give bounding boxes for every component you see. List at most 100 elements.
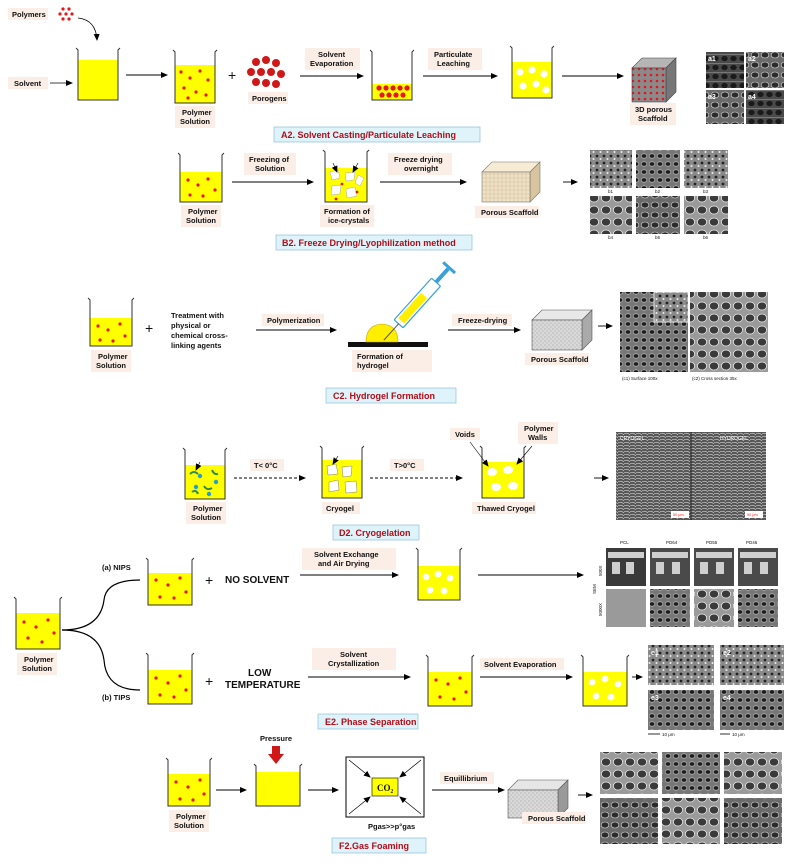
beaker-tips-result xyxy=(580,654,630,707)
beaker-polymer-solution-main xyxy=(13,596,63,650)
step-d1: T< 0°C xyxy=(254,461,278,470)
polymer-solution-label-2: Solution xyxy=(186,216,216,225)
section-title-box xyxy=(317,713,419,730)
sem-col: PD55 xyxy=(706,540,718,545)
result-b: Porous Scaffold xyxy=(481,208,539,217)
polymer-solution-label-1: Polymer xyxy=(24,655,54,664)
section-a: Polymers Solvent Polymer Solution + xyxy=(8,7,784,143)
pressure-arrow xyxy=(268,746,284,764)
porogens-label: Porogens xyxy=(252,94,287,103)
section-c: Polymer Solution + Treatment with physic… xyxy=(87,261,768,404)
scale-bar: 50 μm xyxy=(747,513,758,517)
pour-arrow xyxy=(77,17,100,41)
plus-sign: + xyxy=(228,67,236,83)
beaker-nips-result xyxy=(415,547,463,601)
sem-nips-grid: PCL PD64 PD55 PD46 500X 5000X SEM xyxy=(592,540,778,627)
polymer-solution-box xyxy=(169,810,209,832)
step-box xyxy=(312,648,396,670)
pgas-label: Pgas>>p°gas xyxy=(368,822,415,831)
sem-label: a1 xyxy=(708,56,716,63)
sem-caption: (c1) Surface 100x xyxy=(622,376,658,381)
polymer-solution-label-1: Polymer xyxy=(176,812,206,821)
scaffold-box xyxy=(475,206,539,218)
sem-label: b1 xyxy=(608,189,614,194)
branch-line xyxy=(61,629,141,691)
sem-label: HYDROGEL xyxy=(720,436,748,442)
sem-label: a4 xyxy=(748,94,756,101)
scaffold-box xyxy=(630,103,676,125)
polymer-solution-label-2: Solution xyxy=(22,664,52,673)
step-e-b1-line2: Crystallization xyxy=(328,659,380,668)
hydrogel-drop-and-syringe xyxy=(348,261,457,347)
thawed-box xyxy=(472,502,536,514)
step-e-b2: Solvent Evaporation xyxy=(484,660,557,669)
hydrogel-line-2: hydrogel xyxy=(357,361,389,370)
sem-label: a3 xyxy=(708,94,716,101)
step-d2: T>0°C xyxy=(394,461,416,470)
section-f: Pressure Polymer Solution CO₂ Pgas>>p°ga… xyxy=(165,734,782,854)
treatment-line-4: linking agents xyxy=(171,341,221,350)
sem-col: PD46 xyxy=(746,540,758,545)
sem-label: CRYOGEL xyxy=(620,436,645,442)
section-title-box xyxy=(273,126,481,143)
scaffold-cube-red xyxy=(631,57,677,103)
step-c2: Freeze-drying xyxy=(458,316,508,325)
step-a1-line2: Evaporation xyxy=(310,59,354,68)
scaffold-box xyxy=(525,353,589,365)
step-box xyxy=(388,153,452,175)
section-title-box xyxy=(325,387,457,404)
step-box xyxy=(480,658,564,670)
sem-label: b3 xyxy=(703,189,709,194)
result-f: Porous Scaffold xyxy=(528,814,586,823)
sem-col: PCL xyxy=(620,540,629,545)
scaffold-cube-grey xyxy=(531,309,593,351)
beaker-tips xyxy=(145,652,195,705)
polymers-label: Polymers xyxy=(12,10,46,19)
sem-caption: (c2) Cross section 35x xyxy=(692,376,738,381)
polymer-solution-label-1: Polymer xyxy=(98,352,128,361)
polymer-solution-box xyxy=(181,205,221,227)
step-e-b1-line1: Solvent xyxy=(340,650,368,659)
step-box xyxy=(452,314,512,326)
scale-label: 10 μm xyxy=(732,732,745,737)
polymer-solution-box xyxy=(17,653,57,675)
ice-box xyxy=(320,205,374,227)
beaker-polymer-solution xyxy=(172,49,218,104)
pressure-label: Pressure xyxy=(260,734,292,743)
beaker-pressurized xyxy=(253,763,303,807)
scaffold-box xyxy=(522,812,586,824)
sem-grid-e: e1 e2 e3 e4 10 μm 10 μm xyxy=(648,645,784,737)
branch-tips: (b) TIPS xyxy=(102,693,130,702)
plus-sign: + xyxy=(205,572,213,588)
sem-label: b4 xyxy=(608,235,614,240)
sem-label: e3 xyxy=(651,695,659,702)
result-a-line1: 3D porous xyxy=(635,105,672,114)
sem-label: b5 xyxy=(655,235,661,240)
beaker-cryogel xyxy=(319,445,365,499)
solvent-label: Solvent xyxy=(14,79,42,88)
sem-label: b2 xyxy=(655,189,661,194)
section-b: Polymer Solution Freezing of Solution Fo… xyxy=(177,149,728,251)
beaker-nips xyxy=(145,557,195,606)
step-e-a-line2: and Air Drying xyxy=(318,559,370,568)
step-b2-line1: Freeze drying xyxy=(394,155,443,164)
sem-cryo: CRYOGEL HYDROGEL 50 μm 50 μm xyxy=(616,432,766,520)
section-title-box xyxy=(331,837,427,854)
beaker-polymer-solution xyxy=(87,297,135,347)
section-title-f: F2.Gas Foaming xyxy=(339,841,409,851)
step-b1-line2: Solution xyxy=(255,164,285,173)
step-b1-line1: Freezing of xyxy=(249,155,290,164)
sem-label: e1 xyxy=(651,650,659,657)
section-title-e: E2. Phase Separation xyxy=(325,717,417,727)
step-f: Equillibrium xyxy=(444,774,488,783)
section-title-box xyxy=(275,234,473,251)
polymer-solution-label-1: Polymer xyxy=(193,504,223,513)
sem-grid-f xyxy=(600,752,782,844)
step-e-a-line1: Solvent Exchange xyxy=(314,550,379,559)
step-b2-line2: overnight xyxy=(404,164,439,173)
ice-label-1: Formation of xyxy=(324,207,370,216)
result-a-line2: Scaffold xyxy=(638,114,668,123)
beaker-ice-crystals xyxy=(322,149,370,203)
ice-label-2: ice-crystals xyxy=(328,216,369,225)
step-box xyxy=(390,459,424,471)
